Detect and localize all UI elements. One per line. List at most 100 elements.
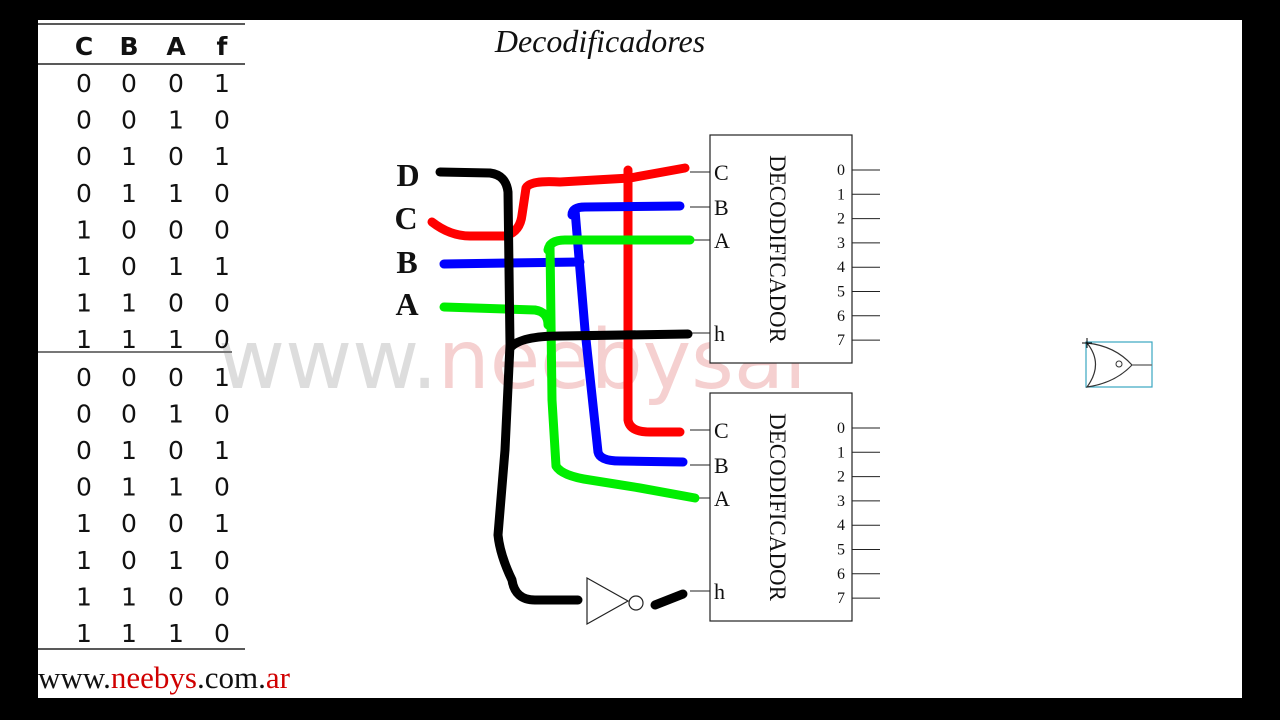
table-cell: 0: [168, 69, 184, 98]
input-label-a: A: [395, 286, 418, 322]
or-gate[interactable]: [1082, 338, 1153, 388]
table-cell: 1: [76, 582, 92, 611]
input-label-d: D: [396, 157, 419, 193]
table-cell: 0: [76, 436, 92, 465]
table-cell: 0: [214, 399, 230, 428]
table-cell: 0: [76, 106, 92, 135]
table-cell: 1: [214, 142, 230, 171]
not-gate[interactable]: [586, 576, 644, 626]
wire-d: [435, 167, 583, 605]
table-cell: 0: [168, 509, 184, 538]
table-cell: 0: [121, 399, 137, 428]
table-cell: 0: [121, 106, 137, 135]
table-cell: 0: [214, 215, 230, 244]
table-cell: 0: [76, 363, 92, 392]
table-cell: 0: [121, 363, 137, 392]
table-cell: 0: [168, 215, 184, 244]
table-cell: 1: [168, 106, 184, 135]
table-cell: 0: [214, 325, 230, 354]
output-pin-label: 3: [837, 235, 845, 252]
table-cell: 1: [168, 546, 184, 575]
table-cell: 0: [168, 289, 184, 318]
table-cell: 0: [76, 142, 92, 171]
output-pin-label: 2: [837, 211, 845, 228]
decoder-box: [709, 392, 853, 622]
or-gate-dot: [1115, 360, 1123, 368]
table-cell: 1: [168, 619, 184, 648]
table-cell: 0: [76, 399, 92, 428]
output-pin-label: 1: [837, 444, 845, 461]
table-cell: 1: [121, 142, 137, 171]
wire-c-bottom: [623, 165, 685, 437]
table-cell: 1: [214, 436, 230, 465]
not-gate-bubble: [628, 595, 644, 611]
table-cell: 0: [76, 69, 92, 98]
decoder-label: DECODIFICADOR: [765, 155, 790, 344]
table-cell: 1: [121, 582, 137, 611]
table-cell: 0: [76, 473, 92, 502]
input-pin-label: C: [714, 160, 729, 185]
output-pin-label: 1: [837, 186, 845, 203]
input-pin-label: A: [714, 486, 730, 511]
input-labels: D C B A: [394, 157, 419, 322]
output-pin-label: 6: [837, 566, 845, 583]
output-pin-label: 0: [837, 162, 845, 179]
table-cell: 1: [76, 619, 92, 648]
column-header: f: [217, 32, 229, 61]
table-cell: 0: [121, 252, 137, 281]
table-cell: 1: [76, 325, 92, 354]
slide-canvas: www.neebysar Decodificadores DCBAf000010…: [38, 23, 1153, 695]
table-cell: 0: [76, 179, 92, 208]
truth-table: DCBAf00001000100010100110010000101101100…: [38, 23, 245, 650]
table-cell: 1: [121, 325, 137, 354]
output-pin-label: 7: [837, 332, 845, 349]
table-cell: 1: [121, 473, 137, 502]
footer-url[interactable]: www.neebys.com.ar: [38, 660, 291, 695]
column-header: C: [75, 32, 93, 61]
or-gate-icon: [1085, 342, 1133, 388]
table-cell: 1: [214, 509, 230, 538]
output-pin-label: 7: [837, 590, 845, 607]
table-cell: 1: [214, 69, 230, 98]
table-cell: 1: [168, 179, 184, 208]
table-cell: 1: [121, 179, 137, 208]
table-cell: 0: [214, 106, 230, 135]
input-pin-label: h: [714, 579, 725, 604]
table-cell: 0: [214, 179, 230, 208]
page-title: Decodificadores: [494, 23, 705, 59]
input-pin-label: B: [714, 453, 729, 478]
not-gate-triangle: [586, 576, 630, 626]
table-cell: 0: [121, 215, 137, 244]
table-cell: 1: [121, 289, 137, 318]
table-cell: 0: [214, 546, 230, 575]
column-header: B: [119, 32, 138, 61]
input-label-b: B: [396, 244, 417, 280]
table-cell: 1: [76, 252, 92, 281]
table-cell: 0: [214, 582, 230, 611]
table-cell: 1: [76, 509, 92, 538]
crosshair-cursor-icon: [1082, 338, 1092, 348]
output-pin-label: 4: [837, 259, 845, 276]
table-cell: 0: [121, 546, 137, 575]
output-pin-label: 6: [837, 308, 845, 325]
input-label-c: C: [394, 200, 417, 236]
input-pin-label: h: [714, 321, 725, 346]
decoder-box: [709, 134, 853, 364]
output-pin-label: 5: [837, 284, 845, 301]
table-cell: 1: [214, 252, 230, 281]
output-pin-label: 5: [837, 542, 845, 559]
table-cell: 0: [168, 582, 184, 611]
slide: www.neebysar Decodificadores DCBAf000010…: [38, 20, 1242, 698]
input-pin-label: C: [714, 418, 729, 443]
table-cell: 0: [168, 142, 184, 171]
table-cell: 1: [121, 619, 137, 648]
table-cell: 0: [121, 69, 137, 98]
table-cell: 1: [76, 546, 92, 575]
input-pin-label: A: [714, 228, 730, 253]
table-cell: 1: [168, 325, 184, 354]
table-cell: 1: [168, 252, 184, 281]
table-cell: 0: [214, 619, 230, 648]
